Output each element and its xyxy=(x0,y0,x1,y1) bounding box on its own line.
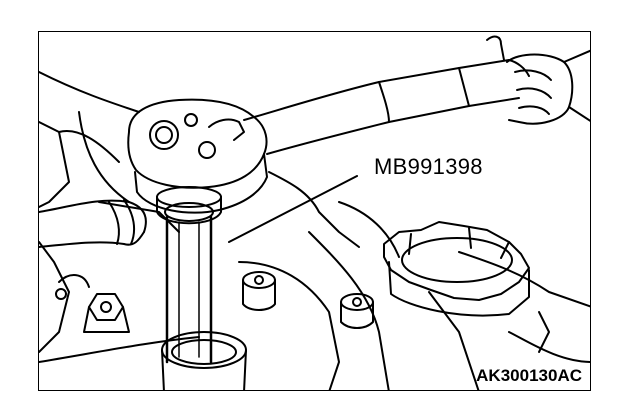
engine-illustration xyxy=(39,35,590,390)
bolt-boss xyxy=(242,271,374,329)
ratchet-handle xyxy=(243,59,530,155)
illustration-frame: MB991398 AK300130AC xyxy=(38,31,591,391)
ratchet-head xyxy=(127,98,268,214)
hand xyxy=(486,35,590,125)
callout-leader-line xyxy=(228,175,358,243)
plug-well xyxy=(161,331,247,390)
figure-code-label: AK300130AC xyxy=(476,366,582,385)
part-number-callout: MB991398 xyxy=(374,154,483,179)
bolt xyxy=(55,274,130,333)
hose xyxy=(39,199,147,248)
engine-block-outline xyxy=(39,71,590,390)
filler-cap xyxy=(383,221,530,317)
